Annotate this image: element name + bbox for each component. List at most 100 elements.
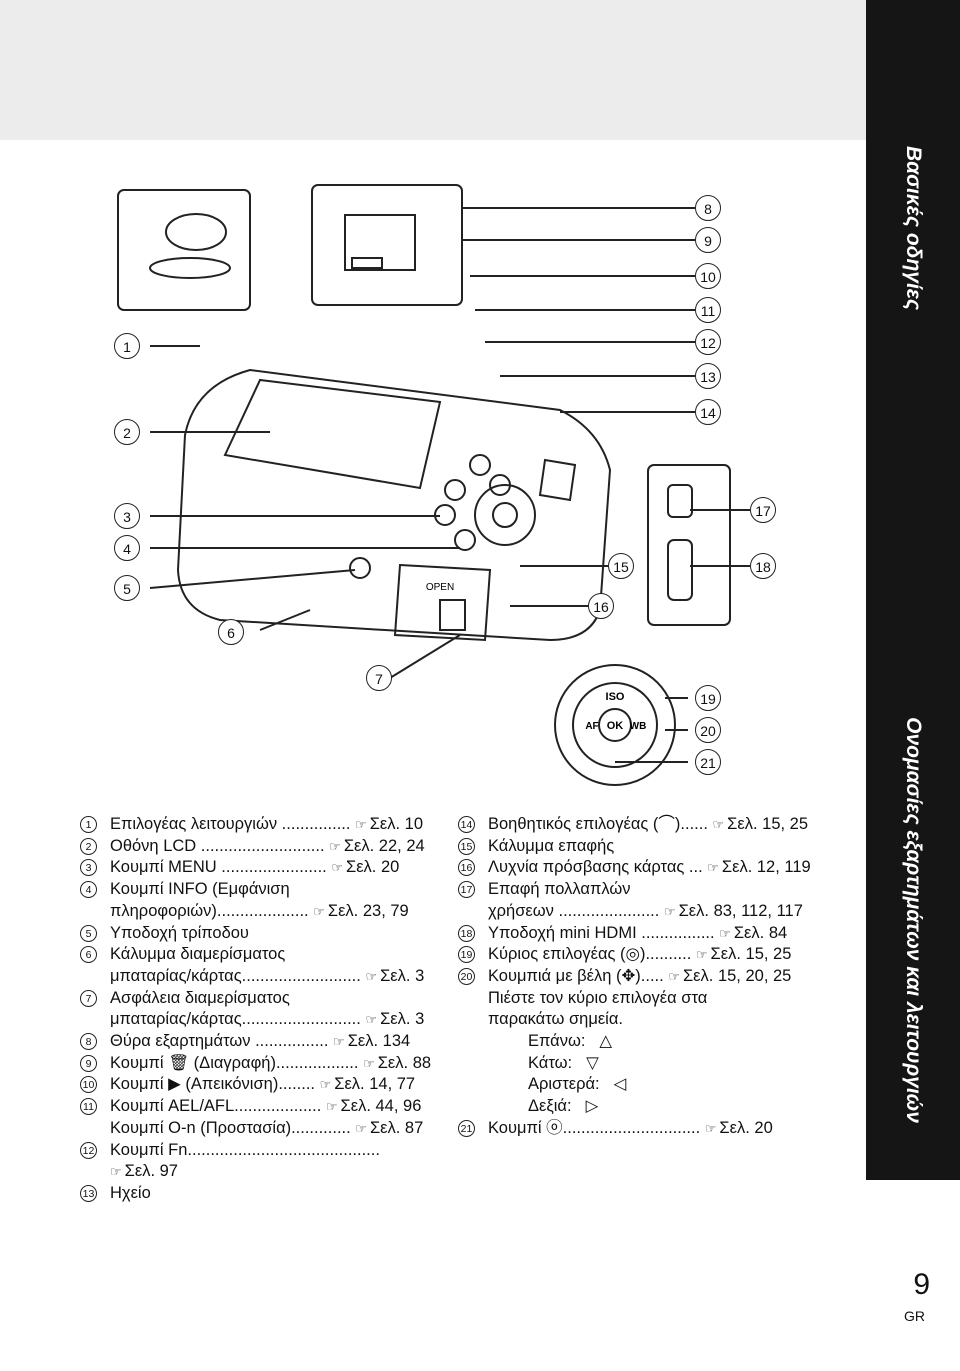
arrow-down-icon: ▽ bbox=[586, 1053, 599, 1072]
page-reference: Σελ. 12, 119 bbox=[721, 858, 811, 877]
section-tab: Βασικές οδηγίες Ονομασίες εξαρτημάτων κα… bbox=[866, 0, 960, 1180]
callout-12: 12 bbox=[695, 329, 721, 355]
list-item: 21 Κουμπί ⓞ.............................… bbox=[458, 1118, 838, 1140]
list-item: 4 Κουμπί INFO (Εμφάνιση πληροφοριών)....… bbox=[80, 879, 450, 922]
page-reference: Σελ. 88 bbox=[377, 1053, 432, 1072]
callout-4: 4 bbox=[114, 535, 140, 561]
item-text: Κουμπί MENU ....................... bbox=[110, 858, 327, 877]
reference-icon: ☞ bbox=[668, 968, 680, 984]
arrow-left-icon: ◁ bbox=[613, 1075, 627, 1094]
callout-11: 11 bbox=[695, 297, 721, 323]
callout-9: 9 bbox=[695, 227, 721, 253]
direction-up: Επάνω:△ bbox=[528, 1031, 838, 1053]
list-item: 11 Κουμπί AEL/AFL................... ☞Σε… bbox=[80, 1096, 450, 1139]
item-text: Επαφή πολλαπλών bbox=[488, 880, 631, 899]
dial-label-af: AF bbox=[585, 721, 598, 732]
page-reference: Σελ. 3 bbox=[380, 966, 425, 985]
item-text-cont: χρήσεων ...................... bbox=[488, 901, 660, 920]
callout-18: 18 bbox=[750, 553, 776, 579]
hot-shoe-inset bbox=[311, 184, 463, 306]
item-text: Κουμπί Fn...............................… bbox=[110, 1140, 380, 1159]
list-item: 2 Οθόνη LCD ........................... … bbox=[80, 836, 450, 858]
list-item: 20 Κουμπιά με βέλη (✥)..... ☞Σελ. 15, 20… bbox=[458, 966, 838, 1118]
reference-icon: ☞ bbox=[355, 817, 367, 832]
page-reference: Σελ. 15, 25 bbox=[710, 945, 792, 964]
item-number: 15 bbox=[458, 837, 475, 855]
reference-icon: ☞ bbox=[110, 1164, 122, 1180]
reference-icon: ☞ bbox=[331, 860, 343, 876]
list-item: 12 Κουμπί Fn............................… bbox=[80, 1140, 450, 1183]
reference-icon: ☞ bbox=[325, 1099, 338, 1115]
page-reference: Σελ. 10 bbox=[369, 815, 424, 833]
direction-left: Αριστερά:◁ bbox=[528, 1074, 838, 1096]
callout-19: 19 bbox=[695, 685, 721, 711]
item-number: 16 bbox=[458, 859, 475, 877]
arrow-up-icon: △ bbox=[599, 1032, 613, 1051]
item-number: 2 bbox=[80, 837, 97, 855]
callout-10: 10 bbox=[695, 263, 721, 289]
item-text: Επιλογέας λειτουργιών ............... bbox=[110, 815, 351, 833]
door-open-label: OPEN bbox=[426, 582, 454, 593]
direction-down: Κάτω:▽ bbox=[528, 1053, 838, 1075]
camera-body bbox=[176, 368, 612, 642]
list-item: 8 Θύρα εξαρτημάτων ................ ☞Σελ… bbox=[80, 1031, 450, 1053]
lcd-screen bbox=[223, 378, 442, 490]
press-note-line1: Πιέστε τον κύριο επιλογέα στα bbox=[488, 988, 708, 1007]
item-number: 18 bbox=[458, 924, 475, 942]
reference-icon: ☞ bbox=[365, 1012, 378, 1028]
page-reference: Σελ. 134 bbox=[347, 1032, 411, 1051]
item-text: Υποδοχή τρίποδου bbox=[110, 923, 249, 942]
page-reference: Σελ. 20 bbox=[346, 858, 400, 877]
page-reference: Σελ. 22, 24 bbox=[343, 836, 425, 855]
mode-dial-inset bbox=[117, 189, 251, 311]
page-reference: Σελ. 15, 25 bbox=[727, 815, 809, 833]
item-text: Κουμπί ▶ (Απεικόνιση)........ bbox=[110, 1075, 315, 1094]
page-reference: Σελ. 3 bbox=[380, 1010, 425, 1029]
item-number: 10 bbox=[80, 1076, 97, 1094]
reference-icon: ☞ bbox=[363, 1055, 375, 1071]
item-number: 11 bbox=[80, 1098, 97, 1116]
item-number: 20 bbox=[458, 967, 475, 985]
callout-17: 17 bbox=[750, 497, 776, 523]
page-reference: Σελ. 14, 77 bbox=[334, 1075, 416, 1094]
item-number: 7 bbox=[80, 989, 97, 1007]
battery-door bbox=[393, 563, 492, 642]
section-title-basic: Βασικές οδηγίες bbox=[902, 145, 925, 311]
item-number: 12 bbox=[80, 1141, 97, 1159]
list-item: 19 Κύριος επιλογέας (◎).......... ☞Σελ. … bbox=[458, 944, 838, 966]
list-item: 7 Ασφάλεια διαμερίσματος μπαταρίας/κάρτα… bbox=[80, 988, 450, 1031]
direction-list: Επάνω:△ Κάτω:▽ Αριστερά:◁ Δεξιά:▷ bbox=[488, 1031, 838, 1118]
item-number: 9 bbox=[80, 1054, 97, 1072]
callout-2: 2 bbox=[114, 419, 140, 445]
list-item: 9 Κουμπί 🗑 (Διαγραφή).................. … bbox=[80, 1053, 450, 1075]
item-number: 1 bbox=[80, 816, 97, 833]
item-text-cont: μπαταρίας/κάρτας........................… bbox=[110, 966, 361, 985]
page-reference: Σελ. 83, 112, 117 bbox=[678, 901, 803, 920]
item-text: Οθόνη LCD ........................... bbox=[110, 836, 325, 855]
item-number: 13 bbox=[80, 1184, 97, 1202]
item-text: Κύριος επιλογέας (◎).......... bbox=[488, 945, 692, 964]
reference-icon: ☞ bbox=[712, 817, 725, 832]
item-text: Λυχνία πρόσβασης κάρτας ... bbox=[488, 858, 703, 877]
callout-8: 8 bbox=[695, 195, 721, 221]
item-text: Κάλυμμα διαμερίσματος bbox=[110, 945, 286, 964]
page-reference: Σελ. 44, 96 bbox=[340, 1097, 422, 1116]
item-number: 21 bbox=[458, 1119, 475, 1137]
item-text: Θύρα εξαρτημάτων ................ bbox=[110, 1032, 329, 1051]
reference-icon: ☞ bbox=[365, 968, 378, 984]
reference-icon: ☞ bbox=[355, 1120, 367, 1136]
list-item: 6 Κάλυμμα διαμερίσματος μπαταρίας/κάρτας… bbox=[80, 944, 450, 987]
connector-panel bbox=[647, 464, 731, 626]
dial-label-iso: ISO bbox=[606, 691, 625, 703]
parts-list-left: 1 Επιλογέας λειτουργιών ............... … bbox=[80, 814, 450, 1205]
direction-right: Δεξιά:▷ bbox=[528, 1096, 838, 1118]
callout-13: 13 bbox=[695, 363, 721, 389]
item-text: Κουμπί AEL/AFL................... bbox=[110, 1097, 322, 1116]
camera-diagram: OPEN ISO AF OK WB bbox=[117, 184, 750, 786]
reference-icon: ☞ bbox=[319, 1077, 332, 1093]
item-text: Ασφάλεια διαμερίσματος bbox=[110, 988, 290, 1007]
press-note-line2: παρακάτω σημεία. bbox=[488, 1010, 623, 1029]
item-number: 17 bbox=[458, 881, 475, 899]
page-reference: Σελ. 23, 79 bbox=[327, 901, 409, 920]
list-item: 14 Βοηθητικός επιλογέας (⌒)...... ☞Σελ. … bbox=[458, 814, 838, 836]
